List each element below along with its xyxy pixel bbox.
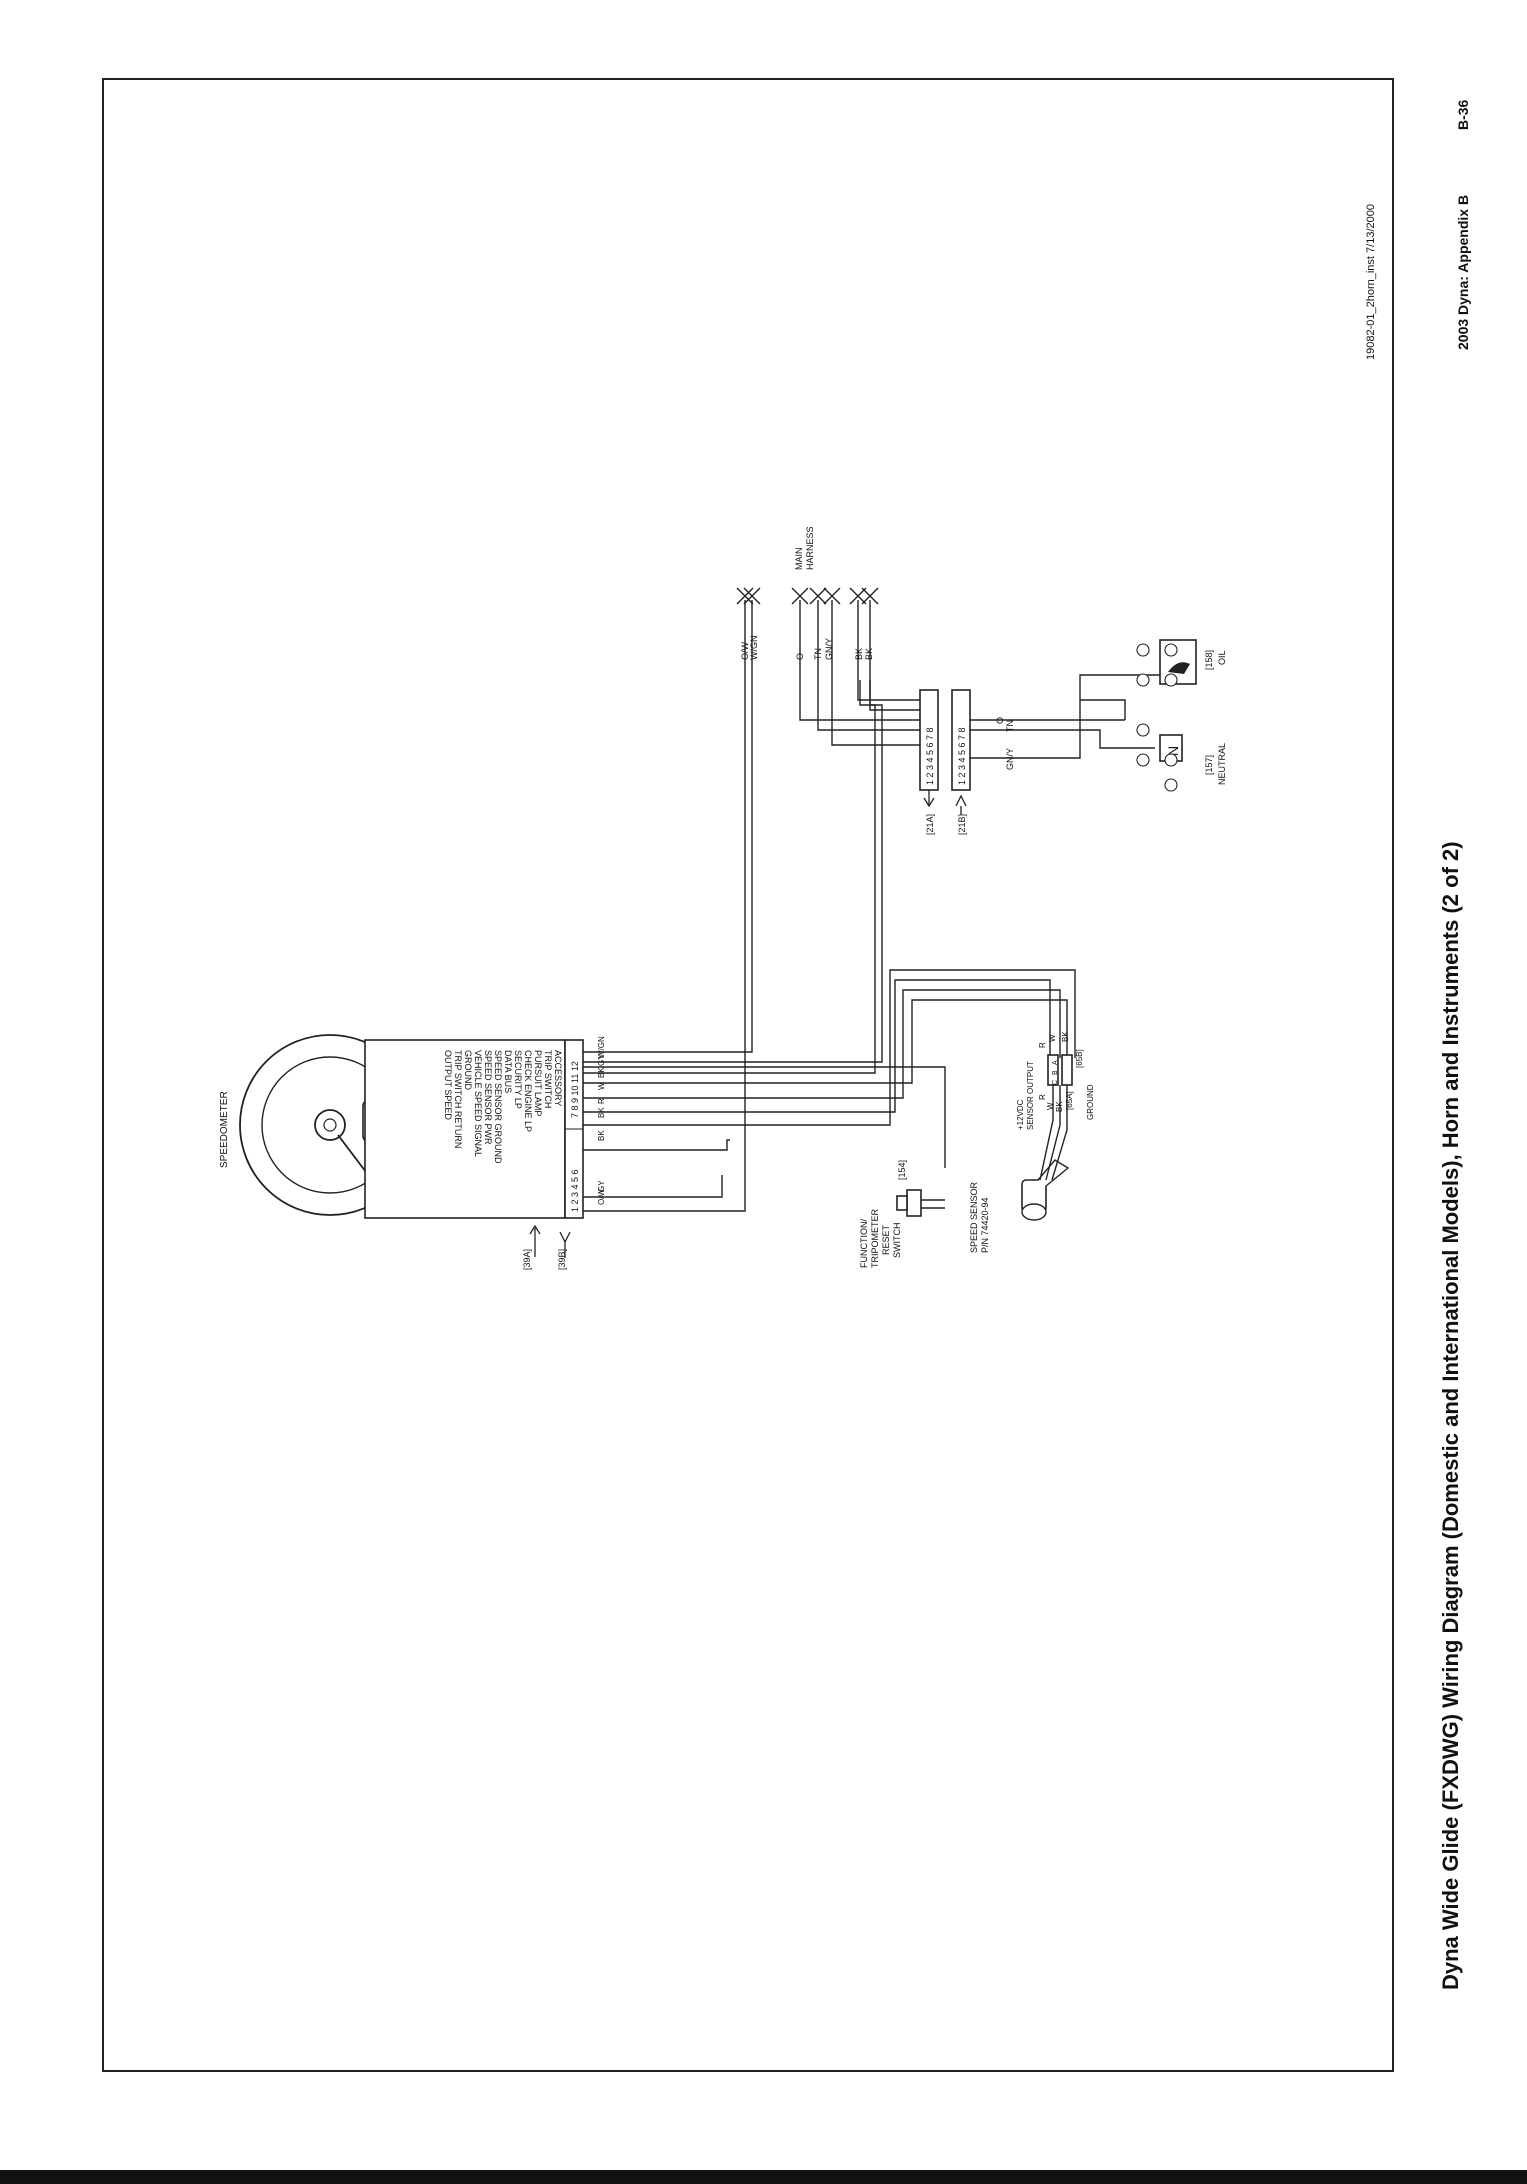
wire-label-p2: GY	[597, 1180, 606, 1192]
harness-wire-tn: TN	[813, 648, 823, 660]
main-harness-line-2: HARNESS	[805, 526, 815, 570]
speed-sensor: SPEED SENSOR P/N 74420-94 A B C R W BK R…	[969, 1031, 1095, 1253]
sensor-wire-a-r: R	[1038, 1094, 1047, 1100]
pass-wire-wgn: W/GN	[749, 636, 759, 661]
page-number: B-36	[1455, 99, 1471, 130]
oil-id: [158]	[1204, 650, 1214, 670]
wire-label-p11: GY	[597, 1054, 606, 1066]
speedometer-function-8: SPEED SENSOR PWR	[483, 1050, 493, 1145]
reset-switch-line-1: FUNCTION/	[859, 1219, 869, 1268]
connector-39a-label: [39A]	[522, 1249, 532, 1270]
wire-label-p8: R	[597, 1098, 606, 1104]
speedometer: SPEEDOMETER	[219, 1034, 566, 1219]
speedometer-function-6: DATA BUS	[503, 1050, 513, 1093]
harness-wire-bk1: BK	[854, 648, 864, 660]
conn21-out-tn: TN	[1005, 720, 1015, 732]
reset-switch-label: FUNCTION/ TRIPOMETER RESET SWITCH	[859, 1208, 902, 1268]
speedometer-function-9: VEHICLE SPEED SIGNAL	[473, 1050, 483, 1157]
speedometer-function-10: GROUND	[463, 1050, 473, 1090]
wire-label-p6: BK	[597, 1130, 606, 1141]
reset-switch-line-4: SWITCH	[892, 1223, 902, 1259]
connector-39b-label: [39B]	[557, 1249, 567, 1270]
sensor-annotation-output: SENSOR OUTPUT	[1026, 1061, 1035, 1130]
footer-document-title: 2003 Dyna: Appendix B	[1455, 194, 1471, 350]
connector-21b-label: [21B]	[957, 814, 967, 835]
sensor-wire-a-w: W	[1046, 1102, 1055, 1110]
main-harness: MAIN HARNESS O TN GN/Y BK BK	[794, 526, 874, 660]
harness-wire-bk2: BK	[864, 648, 874, 660]
pass-through-labels: O/W W/GN	[740, 636, 759, 661]
conn21-out-gny: GN/Y	[1005, 748, 1015, 770]
connector-65b-label: [65B]	[1075, 1049, 1084, 1068]
sensor-annotation-12v: +12VDC	[1016, 1099, 1025, 1130]
connector-39-symbols: [39A] [39B]	[522, 1224, 571, 1270]
speedometer-label: SPEEDOMETER	[219, 1091, 230, 1168]
bottom-bar	[0, 2170, 1527, 2184]
reset-switch-id: [154]	[897, 1160, 907, 1180]
pass-wire-ow: O/W	[740, 641, 750, 660]
reset-switch-line-3: RESET	[881, 1224, 891, 1255]
wires	[583, 600, 1160, 1212]
reset-switch: [154] FUNCTION/ TRIPOMETER RESET SWITCH	[859, 1160, 945, 1268]
harness-wire-o: O	[795, 653, 805, 660]
sensor-pin-b: B	[1052, 1070, 1059, 1075]
speedometer-function-2: TRIP SWITCH	[543, 1050, 553, 1108]
connector-21a-pins: 1 2 3 4 5 6 7 8	[925, 727, 935, 785]
neutral-switch: N [157] NEUTRAL	[1136, 723, 1227, 792]
speedometer-pins-right: 7 8 9 10 11 12	[570, 1061, 580, 1118]
harness-wire-gny: GN/Y	[824, 638, 834, 660]
speedometer-pins-left: 1 2 3 4 5 6	[570, 1169, 580, 1212]
speedometer-function-1: ACCESSORY	[553, 1050, 563, 1106]
speed-sensor-line-1: SPEED SENSOR	[969, 1181, 979, 1253]
speedometer-function-7: SPEED SENSOR GROUND	[493, 1050, 503, 1164]
sensor-pin-a: A	[1052, 1060, 1059, 1065]
speedometer-function-5: SECURITY LP	[513, 1050, 523, 1109]
sensor-wire-b-w: W	[1048, 1034, 1057, 1042]
wire-label-p9: W	[597, 1082, 606, 1090]
sensor-annotation-ground: GROUND	[1086, 1084, 1095, 1120]
sensor-wire-b-bk: BK	[1061, 1031, 1070, 1042]
diagram-border	[102, 78, 1394, 2072]
oil-switch: [158] OIL	[1136, 639, 1227, 687]
connector-21a-label: [21A]	[925, 814, 935, 835]
harness-terminations	[736, 587, 879, 605]
sensor-wire-a-bk: BK	[1055, 1101, 1064, 1112]
speedometer-function-12: OUTPUT SPEED	[443, 1050, 453, 1120]
connector-21: 1 2 3 4 5 6 7 8 1 2 3 4 5 6 7 8 [21A] [2…	[919, 689, 1015, 835]
neutral-label: NEUTRAL	[1217, 743, 1227, 785]
main-harness-line-1: MAIN	[794, 548, 804, 571]
conn21-out-o: O	[995, 717, 1005, 724]
neutral-id: [157]	[1204, 755, 1214, 775]
drawing-id: 19082-01_2horn_inst 7/13/2000	[1365, 204, 1377, 360]
wire-label-p12: W/GN	[597, 1036, 606, 1058]
connector-21b-pins: 1 2 3 4 5 6 7 8	[957, 727, 967, 785]
neutral-symbol: N	[1165, 746, 1181, 756]
speedometer-function-4: CHECK ENGINE LP	[523, 1050, 533, 1132]
speedometer-function-11: TRIP SWITCH RETURN	[453, 1050, 463, 1148]
speed-sensor-line-2: P/N 74420-94	[980, 1197, 990, 1253]
speedometer-function-3: PURSUIT LAMP	[533, 1050, 543, 1116]
speedometer-pin-block: 1 2 3 4 5 6 7 8 9 10 11 12	[564, 1039, 584, 1219]
oil-label: OIL	[1217, 650, 1227, 665]
page-title: Dyna Wide Glide (FXDWG) Wiring Diagram (…	[1438, 841, 1463, 1990]
sensor-wire-b-r: R	[1038, 1042, 1047, 1048]
connector-65a-label: [65A]	[1065, 1091, 1074, 1110]
sensor-pin-c: C	[1052, 1080, 1059, 1085]
reset-switch-line-2: TRIPOMETER	[870, 1208, 880, 1268]
